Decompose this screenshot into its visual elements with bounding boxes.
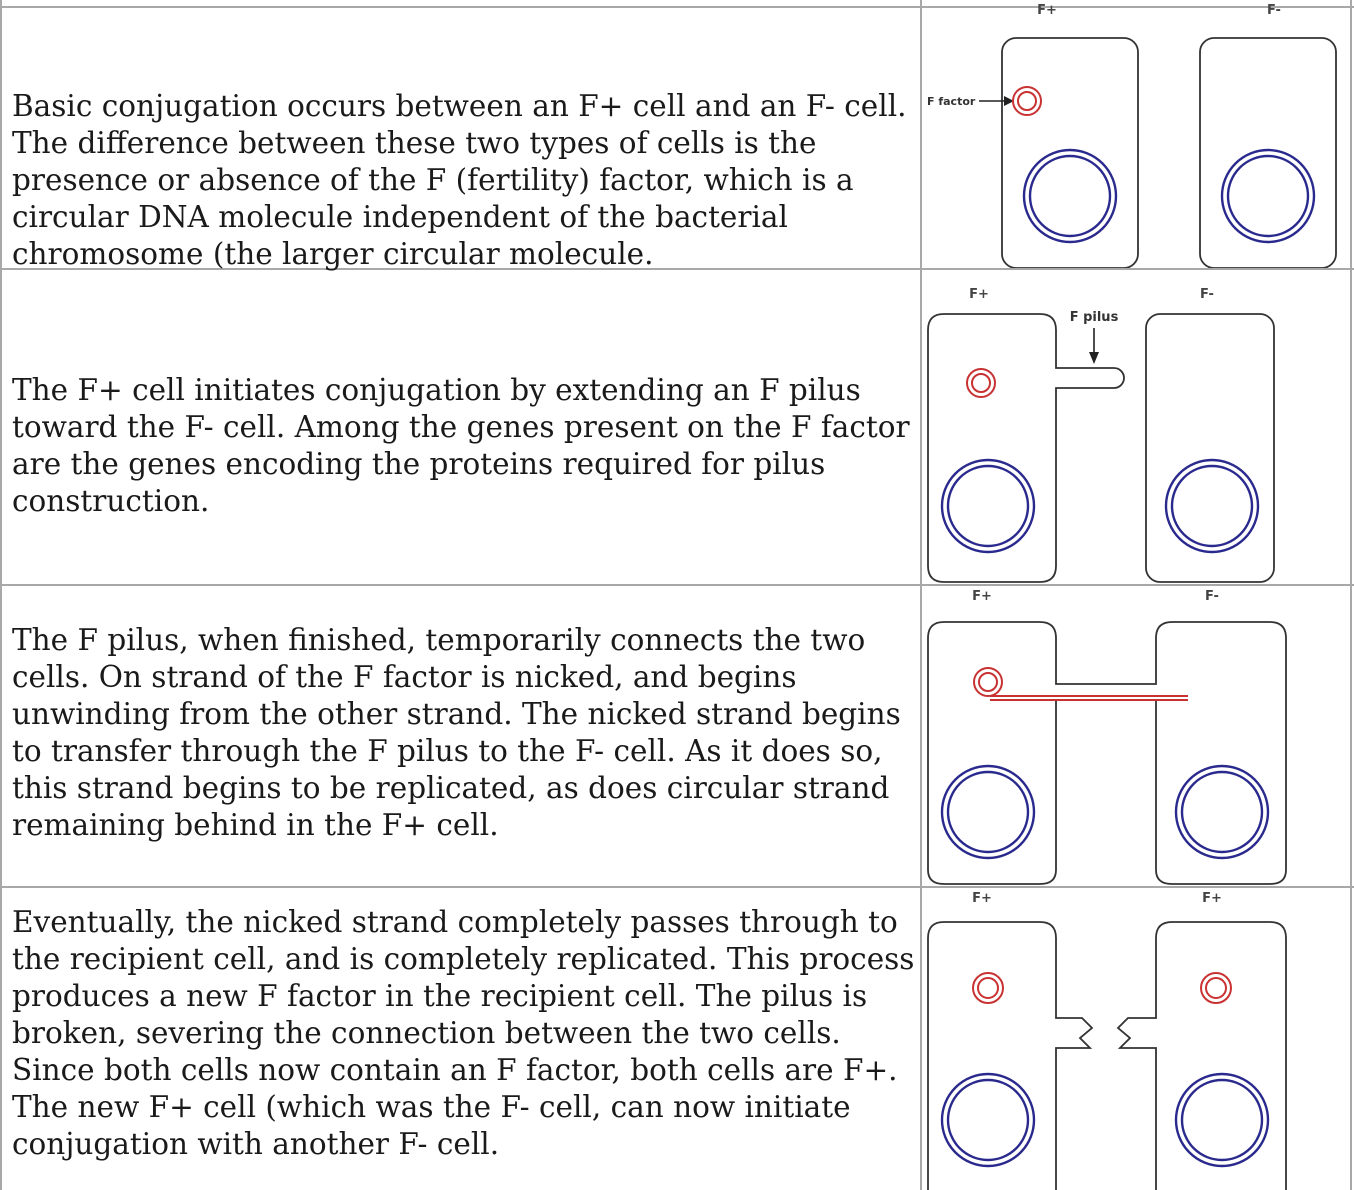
recipient-cell-broken-pilus xyxy=(1118,922,1286,1190)
donor-chromosome xyxy=(1024,150,1116,242)
donor-chromosome xyxy=(942,460,1034,552)
fminus-label: F- xyxy=(1205,589,1219,604)
fminus-label: F- xyxy=(1200,287,1214,302)
donor-chromosome xyxy=(942,766,1034,858)
recipient-chromosome xyxy=(1222,150,1314,242)
donor-chromosome xyxy=(942,1074,1034,1166)
row-2-figure: F+ F- F pilus xyxy=(924,270,1354,584)
column-divider xyxy=(920,0,922,1190)
recipient-cell xyxy=(1146,314,1274,582)
row-4-text: Eventually, the nicked strand completely… xyxy=(12,904,917,1163)
fplus-label: F+ xyxy=(1037,3,1057,18)
row-3-text: The F pilus, when finished, temporarily … xyxy=(12,622,917,844)
donor-cell xyxy=(1002,38,1138,268)
recipient-cell xyxy=(1200,38,1336,268)
f-pilus-label: F pilus xyxy=(1070,310,1119,325)
row-1-figure: F+ F- F factor xyxy=(924,0,1354,268)
fplus-label: F+ xyxy=(972,891,992,906)
fplus-label: F+ xyxy=(969,287,989,302)
fplus-label: F+ xyxy=(972,589,992,604)
recipient-chromosome xyxy=(1166,460,1258,552)
recipient-chromosome xyxy=(1176,1074,1268,1166)
fplus-new-label: F+ xyxy=(1202,891,1222,906)
row-1-text: Basic conjugation occurs between an F+ c… xyxy=(12,88,917,273)
recipient-chromosome xyxy=(1176,766,1268,858)
row-4-figure: F+ F+ xyxy=(924,888,1354,1190)
connected-cells xyxy=(928,622,1286,884)
fminus-label: F- xyxy=(1267,3,1281,18)
table-border-left xyxy=(0,0,2,1190)
f-factor-label: F factor xyxy=(927,95,976,108)
row-2-text: The F+ cell initiates conjugation by ext… xyxy=(12,372,917,520)
row-3-figure: F+ F- xyxy=(924,586,1354,886)
